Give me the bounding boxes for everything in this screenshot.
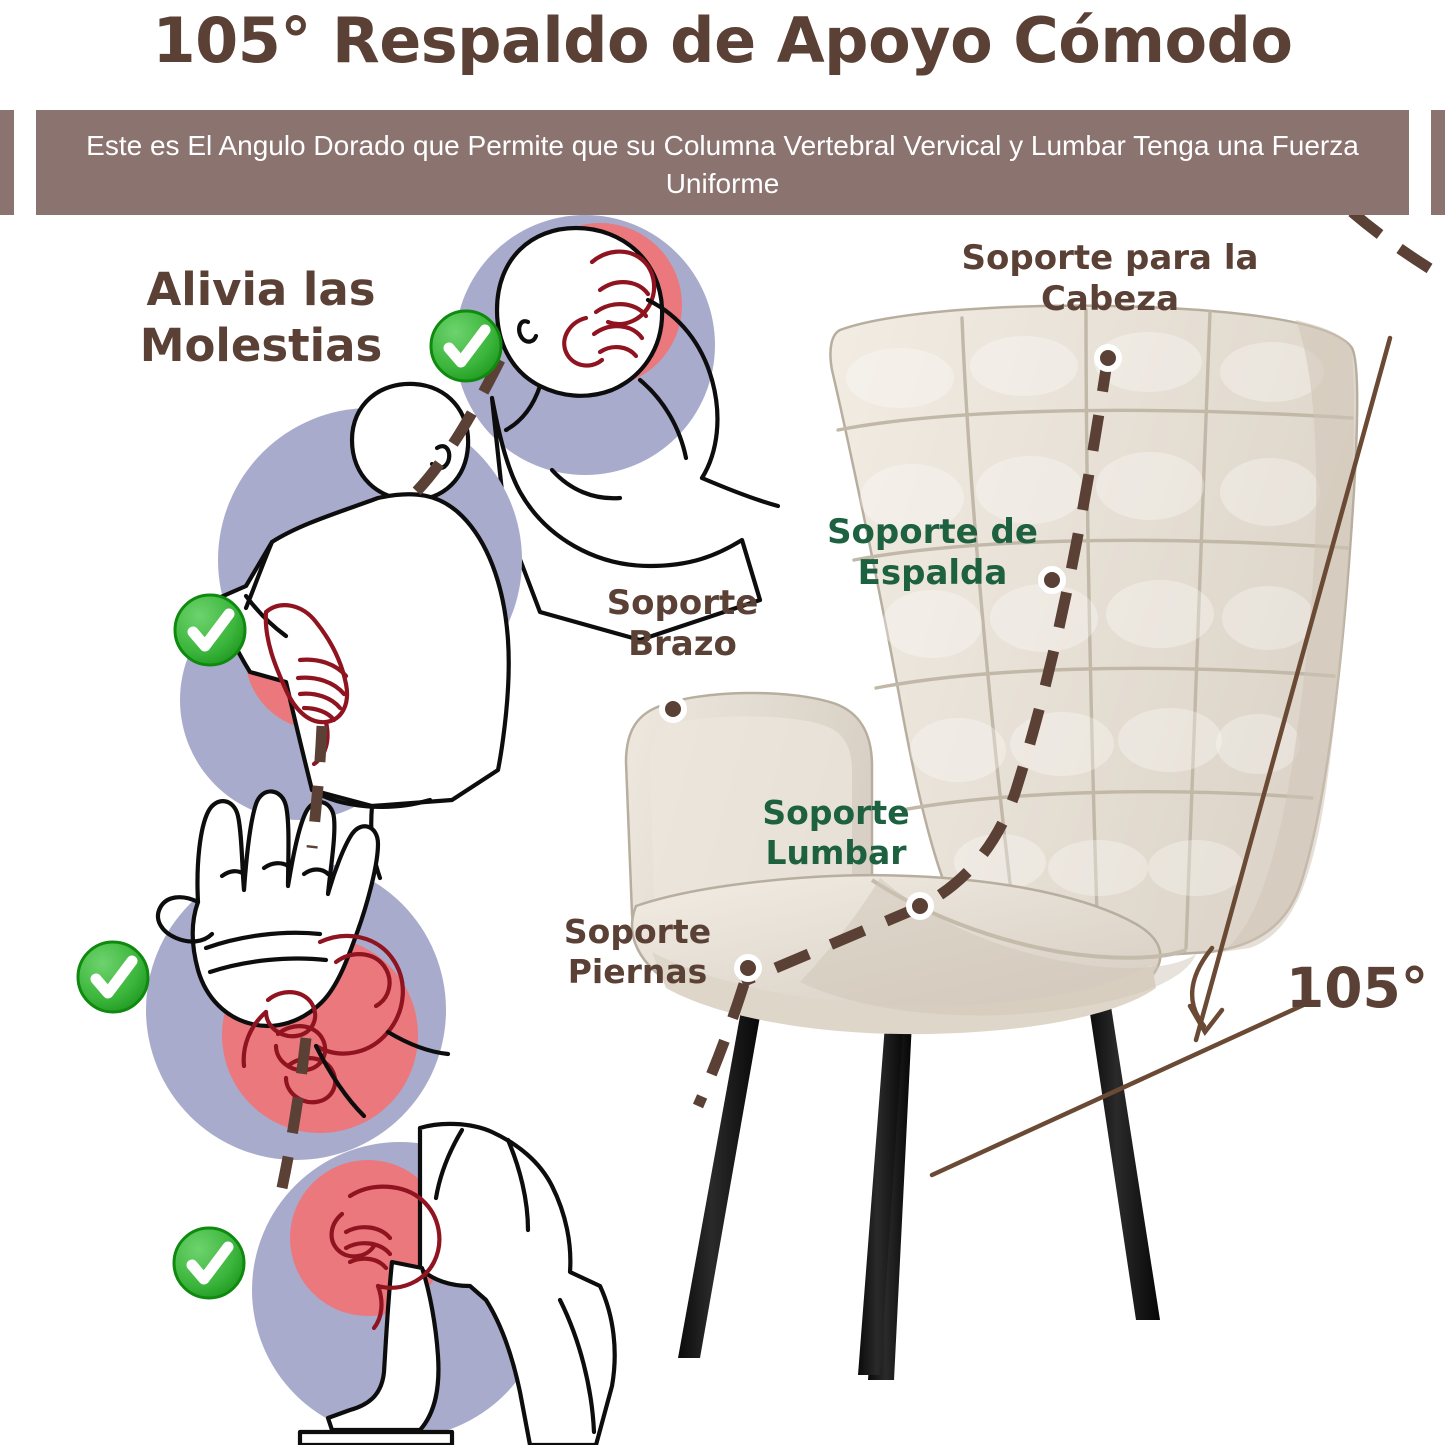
grip-finger-1 (263, 990, 318, 1039)
hand-thumb (329, 1211, 377, 1259)
palm-crease-2 (207, 956, 329, 975)
label-lumbar-support: Soporte Lumbar (762, 793, 910, 872)
wrist-pain-figure (146, 789, 451, 1160)
dash-back-to-wrist (306, 725, 328, 849)
leg-front-left (678, 1005, 762, 1358)
arm-back (505, 1137, 531, 1233)
finger-3 (591, 324, 645, 341)
dash-banner-corner (1348, 207, 1445, 283)
check-badge-knee (172, 1226, 246, 1300)
tufting-horizontal (836, 408, 1354, 812)
arm-front (433, 1127, 465, 1201)
marker-arm (659, 695, 687, 723)
dash-legs-down (692, 982, 750, 1109)
thumb (562, 315, 605, 368)
chair-backrest (829, 304, 1359, 962)
angle-ray-lower (929, 999, 1313, 1178)
hand-top (347, 1184, 442, 1290)
page-title: 105° Respaldo de Apoyo Cómodo (152, 4, 1293, 77)
subtitle-banner: Este es El Angulo Dorado que Permite que… (0, 110, 1445, 215)
grip-palm (241, 1009, 269, 1069)
finger-a (343, 1225, 393, 1241)
torso-outline (489, 395, 763, 643)
hand-wrist (371, 1283, 384, 1331)
label-arm-support: Soporte Brazo (606, 583, 759, 664)
check-badge-wrist (76, 940, 150, 1014)
palm-outline (190, 789, 381, 1029)
armrest-inner (650, 716, 852, 928)
banner-right-cap (1431, 110, 1445, 215)
crease-2 (261, 861, 291, 871)
check-badge-back (173, 593, 247, 667)
spine-guide-line (659, 344, 1122, 988)
spine-dash-path (739, 355, 1114, 988)
banner-left-cap (0, 110, 14, 215)
grip-back (313, 933, 405, 1056)
collar (549, 467, 623, 501)
tuft-highlights (846, 332, 1324, 896)
body-outline (417, 1121, 617, 1445)
angle-value-label: 105° (1286, 956, 1429, 1020)
chair-legs (678, 986, 1160, 1380)
step-box (297, 1429, 455, 1445)
wing-shadow (1222, 320, 1354, 952)
back-leg (557, 1297, 597, 1435)
angle-ray-upper (1193, 335, 1393, 1043)
finger-4 (597, 345, 639, 359)
leg-back-right (1088, 1000, 1160, 1320)
upper-arm (645, 297, 720, 481)
label-head-support: Soporte para la Cabeza (961, 238, 1259, 319)
marker-back (1038, 566, 1066, 594)
arm-lower (699, 475, 781, 509)
forearm (637, 377, 689, 461)
chair-seat (630, 873, 1196, 1035)
banner-text: Este es El Angulo Dorado que Permite que… (36, 110, 1409, 215)
finger-4 (301, 705, 337, 723)
finger-3 (297, 691, 343, 711)
grip-finger-3 (283, 1056, 338, 1105)
head-outline (494, 225, 665, 398)
marker-lumbar (906, 892, 934, 920)
palm-crease-1 (203, 930, 323, 951)
arrow-head (1187, 1003, 1225, 1037)
finger-1 (597, 280, 651, 297)
finger-1 (297, 657, 349, 679)
angle-indicator (929, 335, 1393, 1178)
crease-3 (301, 867, 331, 877)
crease-1 (219, 869, 247, 879)
finger-c (347, 1256, 389, 1271)
label-leg-support: Soporte Piernas (563, 912, 712, 991)
forearm-b (313, 1043, 367, 1119)
thumb (155, 895, 215, 944)
finger-2 (295, 675, 347, 697)
finger-b (343, 1241, 393, 1257)
knee-pain-figure (252, 1121, 617, 1445)
hand-back (589, 249, 657, 327)
finger-2 (593, 302, 649, 319)
label-back-support: Soporte de Espalda (827, 512, 1038, 593)
forearm-a (385, 1029, 451, 1057)
dash-neck-to-back (404, 357, 505, 505)
ear (517, 319, 539, 344)
dash-wrist-to-knee (276, 1037, 312, 1190)
check-badge-neck (429, 309, 503, 383)
pain-connector-dashes (276, 357, 505, 1190)
leg-back-left (858, 986, 906, 1375)
marker-legs (734, 954, 762, 982)
hand-outline (263, 603, 350, 725)
relief-heading: Alivia las Molestias (139, 263, 383, 372)
tufting-vertical (960, 308, 1212, 950)
marker-head (1094, 344, 1122, 372)
grip-thumb (333, 952, 392, 1009)
neck-line (503, 383, 543, 433)
neck-pain-figure (455, 215, 781, 643)
sleeve (243, 539, 275, 611)
seat-rim (652, 952, 1156, 1035)
